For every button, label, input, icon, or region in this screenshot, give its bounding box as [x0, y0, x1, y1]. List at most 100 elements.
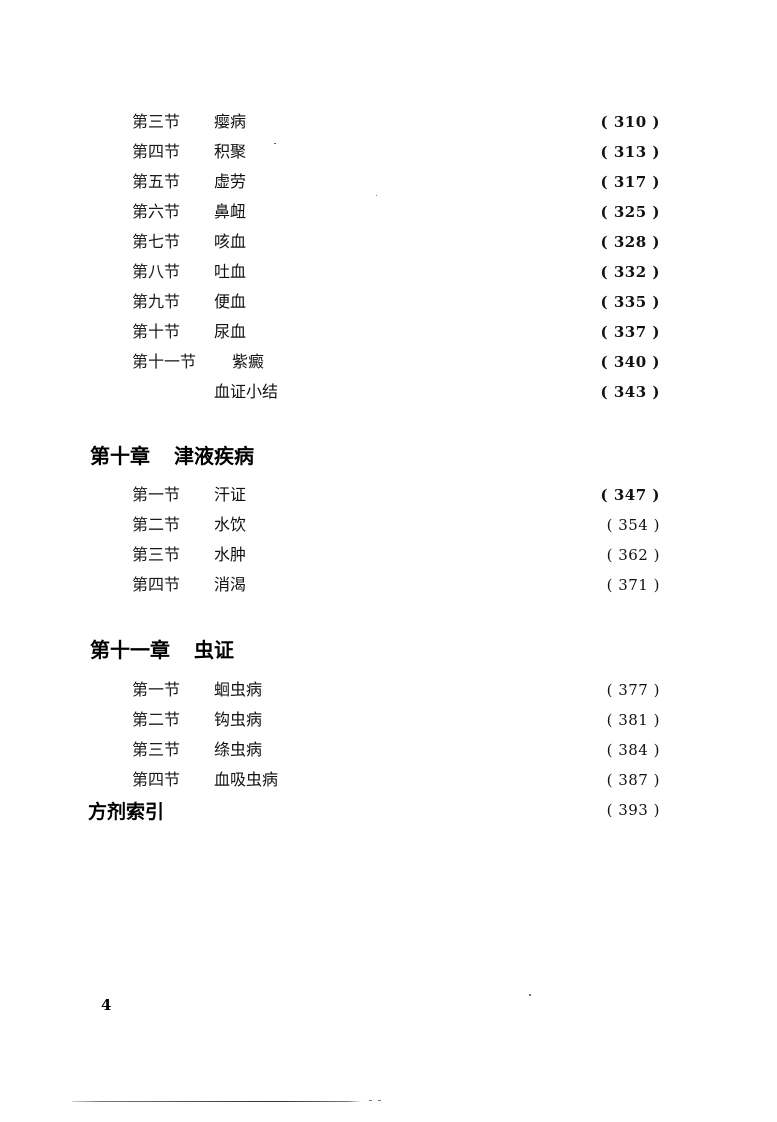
folio-page-number: 4	[101, 996, 112, 1014]
page-number: ( 377 )	[606, 681, 660, 699]
page-number: ( 384 )	[606, 741, 660, 759]
section-title: 血证小结	[214, 382, 279, 401]
toc-entry[interactable]: 第九节 便血 ( 335 )	[132, 289, 660, 315]
dot-leader	[252, 229, 588, 255]
scan-speck	[369, 1100, 372, 1101]
toc-entry[interactable]: 第四节 消渴 ( 371 )	[132, 572, 660, 598]
scan-speck	[274, 143, 276, 144]
scan-speck	[376, 195, 377, 196]
page-number: ( 325 )	[600, 203, 660, 221]
page-number: ( 332 )	[600, 263, 660, 281]
section-label: 第三节	[132, 740, 181, 759]
section-label: 第四节	[132, 142, 181, 161]
appendix-title: 方剂索引	[88, 800, 165, 823]
dot-leader	[252, 109, 588, 135]
page-number: ( 310 )	[600, 113, 660, 131]
section-label: 第六节	[132, 202, 181, 221]
toc-entry[interactable]: 第一节 蛔虫病 ( 377 )	[132, 677, 660, 703]
toc-entry[interactable]: 第四节 积聚 ( 313 )	[132, 139, 660, 165]
page-number: ( 354 )	[606, 516, 660, 534]
section-label: 第二节	[132, 515, 181, 534]
section-title: 尿血	[214, 322, 247, 341]
section-label: 第九节	[132, 292, 181, 311]
section-label: 第八节	[132, 262, 181, 281]
dot-leader	[252, 482, 588, 508]
section-title: 水肿	[214, 545, 247, 564]
section-title: 虚劳	[214, 172, 247, 191]
toc-entry[interactable]: 第二节 水饮 ( 354 )	[132, 512, 660, 538]
section-title: 瘿病	[214, 112, 247, 131]
dot-leader	[176, 797, 588, 823]
scan-edge-line	[72, 1101, 362, 1102]
chapter-label: 第十章	[90, 444, 150, 468]
dot-leader	[270, 349, 588, 375]
section-label: 第二节	[132, 710, 181, 729]
toc-entry[interactable]: 第三节 瘿病 ( 310 )	[132, 109, 660, 135]
page-number: ( 381 )	[606, 711, 660, 729]
section-title: 蛔虫病	[214, 680, 263, 699]
toc-entry[interactable]: 第七节 咳血 ( 328 )	[132, 229, 660, 255]
section-title: 积聚	[214, 142, 247, 161]
toc-entry[interactable]: 第十节 尿血 ( 337 )	[132, 319, 660, 345]
section-label: 第三节	[132, 545, 181, 564]
section-title: 消渴	[214, 575, 247, 594]
section-label: 第四节	[132, 575, 181, 594]
dot-leader	[252, 319, 588, 345]
dot-leader	[268, 737, 588, 763]
page-number: ( 317 )	[600, 173, 660, 191]
page-number: ( 387 )	[606, 771, 660, 789]
section-label: 第五节	[132, 172, 181, 191]
section-title: 吐血	[214, 262, 247, 281]
section-title: 鼻衄	[214, 202, 247, 221]
dot-leader	[252, 542, 588, 568]
section-label: 第四节	[132, 770, 181, 789]
toc-entry[interactable]: 第八节 吐血 ( 332 )	[132, 259, 660, 285]
section-label: 第十一节	[132, 352, 197, 371]
toc-entry[interactable]: 第四节 血吸虫病 ( 387 )	[132, 767, 660, 793]
dot-leader	[252, 139, 588, 165]
chapter-heading[interactable]: 第十章津液疾病	[90, 442, 254, 470]
section-label: 第三节	[132, 112, 181, 131]
page-number: ( 347 )	[600, 486, 660, 504]
section-title: 钩虫病	[214, 710, 263, 729]
dot-leader	[252, 259, 588, 285]
section-title: 血吸虫病	[214, 770, 279, 789]
dot-leader	[252, 572, 588, 598]
section-title: 水饮	[214, 515, 247, 534]
chapter-title: 虫证	[194, 638, 234, 662]
dot-leader	[252, 512, 588, 538]
section-title: 便血	[214, 292, 247, 311]
section-title: 汗证	[214, 485, 247, 504]
toc-entry[interactable]: 血证小结 ( 343 )	[214, 379, 660, 405]
page-number: ( 393 )	[606, 801, 660, 819]
toc-entry[interactable]: 第六节 鼻衄 ( 325 )	[132, 199, 660, 225]
page-number: ( 313 )	[600, 143, 660, 161]
chapter-heading[interactable]: 第十一章虫证	[90, 636, 234, 664]
section-label: 第七节	[132, 232, 181, 251]
section-label: 第十节	[132, 322, 181, 341]
toc-entry-appendix[interactable]: 方剂索引 ( 393 )	[88, 796, 660, 824]
dot-leader	[268, 707, 588, 733]
page-number: ( 343 )	[600, 383, 660, 401]
toc-entry[interactable]: 第二节 钩虫病 ( 381 )	[132, 707, 660, 733]
page-number: ( 335 )	[600, 293, 660, 311]
page-number: ( 371 )	[606, 576, 660, 594]
section-label: 第一节	[132, 680, 181, 699]
toc-entry[interactable]: 第五节 虚劳 ( 317 )	[132, 169, 660, 195]
section-label: 第一节	[132, 485, 181, 504]
page-number: ( 362 )	[606, 546, 660, 564]
dot-leader	[284, 379, 588, 405]
page-number: ( 337 )	[600, 323, 660, 341]
chapter-title: 津液疾病	[174, 444, 254, 468]
toc-entry[interactable]: 第一节 汗证 ( 347 )	[132, 482, 660, 508]
dot-leader	[252, 199, 588, 225]
page-number: ( 340 )	[600, 353, 660, 371]
section-title: 紫癜	[232, 352, 265, 371]
section-title: 咳血	[214, 232, 247, 251]
scan-speck	[529, 994, 531, 996]
toc-entry[interactable]: 第三节 水肿 ( 362 )	[132, 542, 660, 568]
section-title: 绦虫病	[214, 740, 263, 759]
toc-entry[interactable]: 第十一节 紫癜 ( 340 )	[132, 349, 660, 375]
toc-entry[interactable]: 第三节 绦虫病 ( 384 )	[132, 737, 660, 763]
